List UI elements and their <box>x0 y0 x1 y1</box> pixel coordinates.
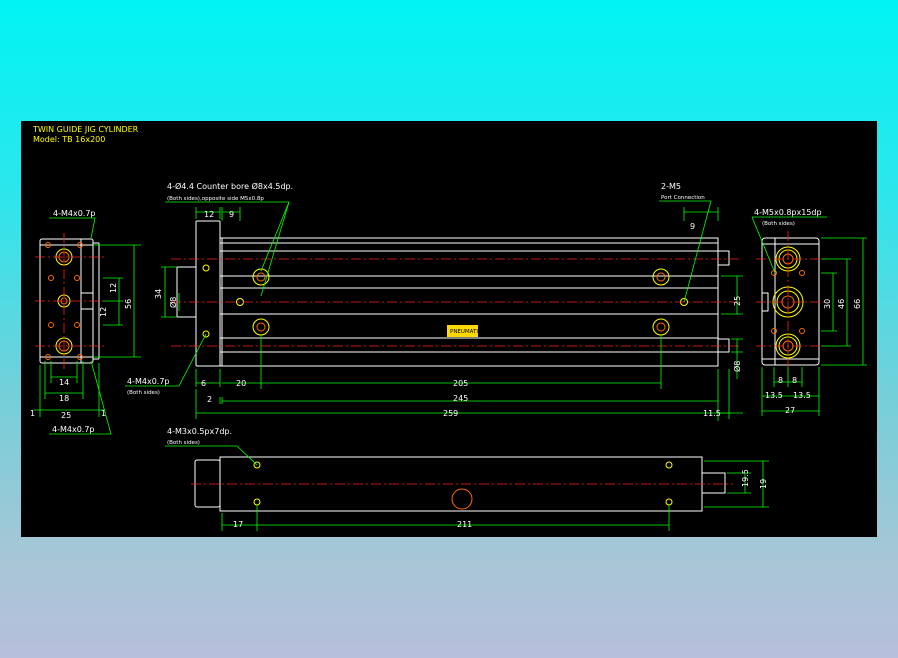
callout-side-thread-note: (Both sides) <box>127 390 160 396</box>
callout-right-thread-note: (Both sides) <box>762 221 795 227</box>
drawing-title: TWIN GUIDE JIG CYLINDER <box>32 125 139 134</box>
dim-9-left: 9 <box>229 210 234 219</box>
dim-34: 34 <box>154 289 163 299</box>
bottom-view-dimensions: 4-M3x0.5px7dp. (Both sides) 17 211 19.5 … <box>165 427 769 531</box>
callout-bottom-thread: 4-M3x0.5px7dp. <box>167 427 232 436</box>
callout-side-thread: 4-M4x0.7p <box>127 377 170 386</box>
dim-18: 18 <box>59 394 69 403</box>
dim-25-main: 25 <box>733 296 742 306</box>
dim-1-right: 1 <box>101 409 106 418</box>
dim-20: 20 <box>236 379 246 388</box>
dim-8-right: 8 <box>792 376 797 385</box>
dim-19-5: 19.5 <box>741 469 750 487</box>
dim-25: 25 <box>61 411 71 420</box>
nameplate-label: PNEUMATIC <box>450 329 482 335</box>
dim-19: 19 <box>759 479 768 489</box>
nameplate <box>447 325 478 337</box>
dim-13-5-left: 13.5 <box>765 391 783 400</box>
dim-27: 27 <box>785 406 795 415</box>
dim-phi8-left: Ø8 <box>168 297 178 308</box>
dim-12: 12 <box>204 210 214 219</box>
left-end-view <box>35 233 105 369</box>
bottom-view <box>191 456 733 512</box>
left-view-dimensions: 14 18 25 1 1 12 12 56 4-M4x0.7p 4-M4x0.7… <box>30 209 141 435</box>
dim-phi8-right: Ø8 <box>732 361 742 372</box>
dim-245: 245 <box>453 394 468 403</box>
dim-6: 6 <box>201 379 206 388</box>
drawing-model: Model: TB 16x200 <box>33 135 105 144</box>
main-front-view: PNEUMATIC <box>171 220 741 367</box>
dim-12-upper: 12 <box>109 283 118 293</box>
cylinder-drawing: TWIN GUIDE JIG CYLINDER Model: TB 16x200… <box>30 125 867 531</box>
dim-11-5: 11.5 <box>703 409 721 418</box>
dim-13-5-right: 13.5 <box>793 391 811 400</box>
callout-right-thread: 4-M5x0.8px15dp <box>754 208 822 217</box>
dim-46: 46 <box>837 299 846 309</box>
dim-9-right: 9 <box>690 222 695 231</box>
dim-8-left: 8 <box>778 376 783 385</box>
dim-12-lower: 12 <box>99 307 108 317</box>
callout-left-top: 4-M4x0.7p <box>53 209 96 218</box>
dim-205: 205 <box>453 379 468 388</box>
dim-14: 14 <box>59 378 69 387</box>
callout-counter-bore: 4-Ø4.4 Counter bore Ø8x4.5dp. <box>167 181 293 191</box>
callout-bottom-thread-note: (Both sides) <box>167 440 200 446</box>
cad-drawing-canvas: TWIN GUIDE JIG CYLINDER Model: TB 16x200… <box>21 121 877 537</box>
dim-259: 259 <box>443 409 458 418</box>
dim-211: 211 <box>457 520 472 529</box>
dim-30: 30 <box>823 299 832 309</box>
dim-1-left: 1 <box>30 409 35 418</box>
dim-17: 17 <box>233 520 243 529</box>
dim-66: 66 <box>853 299 862 309</box>
dim-2: 2 <box>207 395 212 404</box>
callout-counter-bore-note: (Both sides),opposite side M5x0.8p <box>167 196 264 202</box>
right-view-dimensions: 4-M5x0.8px15dp (Both sides) 8 8 13.5 13.… <box>751 208 867 416</box>
dim-56: 56 <box>124 299 133 309</box>
callout-port: 2-M5 <box>661 182 681 191</box>
callout-left-bottom: 4-M4x0.7p <box>52 425 95 434</box>
main-view-dimensions: 12 9 9 34 Ø8 6 20 205 2 245 259 11.5 25 … <box>125 181 743 421</box>
callout-port-note: Port Connection <box>661 195 705 201</box>
